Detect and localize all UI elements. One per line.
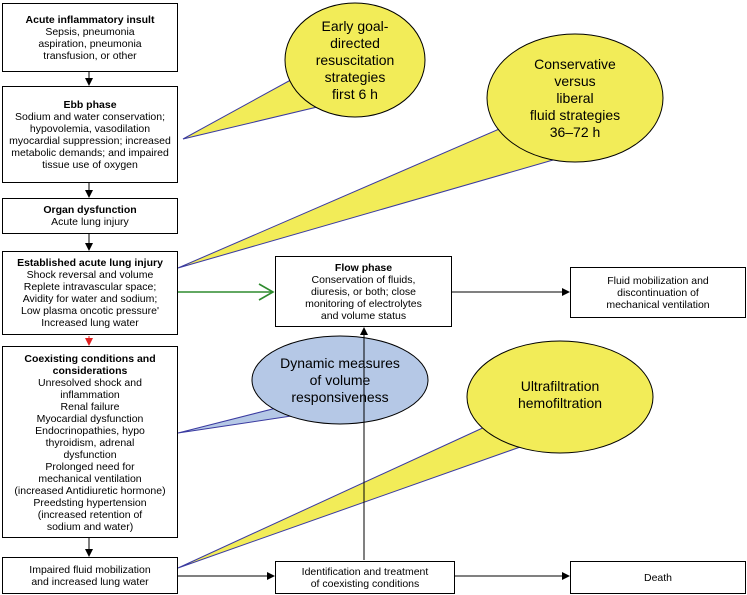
box-line: thyroidism, adrenal [45, 437, 135, 449]
bubble-text-conservative: Conservative versus liberal fluid strate… [500, 52, 650, 144]
box-identification-treatment: Identification and treatment of coexisti… [275, 561, 455, 594]
box-line: Death [643, 571, 673, 584]
box-acute-inflammatory-insult: Acute inflammatory insult Sepsis, pneumo… [2, 3, 178, 72]
box-line: metabolic demands; and impaired [11, 146, 169, 159]
box-line: aspiration, pneumonia [38, 37, 142, 50]
box-flow-phase: Flow phase Conservation of fluids, diure… [275, 256, 452, 327]
bubble-line: Conservative [534, 55, 616, 72]
bubble-line: directed [330, 34, 380, 51]
box-title: Organ dysfunction [43, 204, 137, 216]
box-line: Unresolved shock and [38, 377, 142, 389]
bubble-text-ultrafiltration: Ultrafiltration hemofiltration [490, 375, 630, 415]
box-line: Fluid mobilization and [607, 274, 709, 287]
box-line: Prolonged need for [45, 461, 135, 473]
box-line: transfusion, or other [43, 49, 137, 62]
box-line: (increased Antidiuretic hormone) [14, 485, 166, 497]
box-line: dysfunction [63, 449, 117, 461]
box-death: Death [570, 561, 746, 594]
bubble-line: Ultrafiltration [520, 378, 600, 394]
box-established-acute-lung-injury: Established acute lung injury Shock reve… [2, 251, 178, 335]
bubble-line: responsiveness [291, 388, 389, 405]
box-line: Sodium and water conservation; [15, 110, 165, 123]
connector-arrows [85, 71, 570, 580]
box-ebb-phase: Ebb phase Sodium and water conservation;… [2, 86, 178, 183]
bubble-early-goal [182, 2, 426, 140]
box-line: of coexisting conditions [310, 577, 420, 590]
box-line: sodium and water) [46, 521, 134, 533]
box-title: Ebb phase [63, 98, 117, 111]
bubble-text-dynamic: Dynamic measures of volume responsivenes… [262, 350, 418, 410]
bubble-line: first 6 h [332, 85, 378, 102]
box-line: and volume status [320, 309, 407, 322]
box-line: Low plasma oncotic pressure' [21, 305, 159, 317]
bubble-line: resuscitation [315, 51, 395, 68]
box-line: Identification and treatment [301, 565, 429, 578]
bubble-ultrafiltration [177, 340, 654, 569]
box-title-2: considerations [52, 365, 128, 377]
bubble-line: fluid strategies [529, 106, 621, 123]
box-fluid-mobilization: Fluid mobilization and discontinuation o… [570, 267, 746, 318]
green-arrow [178, 283, 275, 301]
box-line: discontinuation of [617, 286, 699, 299]
box-title: Flow phase [334, 261, 393, 274]
box-title: Coexisting conditions and [24, 353, 156, 365]
box-line: Impaired fluid mobilization [29, 563, 151, 576]
box-line: Increased lung water [41, 317, 139, 329]
bubble-line: Early goal- [321, 17, 389, 34]
bubble-line: strategies [324, 68, 386, 85]
box-line: and increased lung water [31, 575, 149, 588]
box-organ-dysfunction: Organ dysfunction Acute lung injury [2, 198, 178, 234]
box-line: mechanical ventilation [38, 473, 142, 485]
box-line: Preedsting hypertension [33, 497, 147, 509]
box-line: diuresis, or both; close [310, 285, 417, 298]
bubble-dynamic-measures [177, 335, 429, 434]
box-line: Sepsis, pneumonia [45, 25, 135, 38]
box-line: (increased retention of [37, 509, 143, 521]
bubble-line: Dynamic measures [280, 354, 400, 371]
box-line: inflammation [60, 389, 120, 401]
bubble-line: of volume [309, 371, 371, 388]
bubble-text-early-goal: Early goal- directed resuscitation strat… [290, 12, 420, 108]
box-line: Conservation of fluids, [311, 273, 416, 286]
box-line: Acute lung injury [51, 216, 129, 228]
box-line: Avidity for water and sodium; [22, 293, 158, 305]
bubble-line: liberal [556, 89, 594, 106]
box-line: tissue use of oxygen [42, 158, 138, 171]
box-line: hypovolemia, vasodilation [29, 122, 151, 135]
box-line: Endocrinopathies, hypo [35, 425, 145, 437]
bubble-line: versus [554, 72, 596, 89]
box-impaired-fluid-mobilization: Impaired fluid mobilization and increase… [2, 557, 178, 594]
box-line: Replete intravascular space; [23, 281, 157, 293]
box-coexisting-conditions: Coexisting conditions and considerations… [2, 346, 178, 538]
bubble-conservative-liberal [177, 33, 664, 269]
box-line: Myocardial dysfunction [36, 413, 144, 425]
box-line: mechanical ventilation [606, 298, 710, 311]
box-title: Acute inflammatory insult [25, 13, 155, 26]
bubble-line: hemofiltration [517, 395, 603, 411]
box-line: Shock reversal and volume [26, 269, 154, 281]
box-line: monitoring of electrolytes [305, 297, 422, 310]
box-line: Renal failure [60, 401, 120, 413]
box-title: Established acute lung injury [17, 257, 163, 269]
box-line: myocardial suppression; increased [9, 134, 171, 147]
bubble-line: 36–72 h [549, 123, 601, 140]
